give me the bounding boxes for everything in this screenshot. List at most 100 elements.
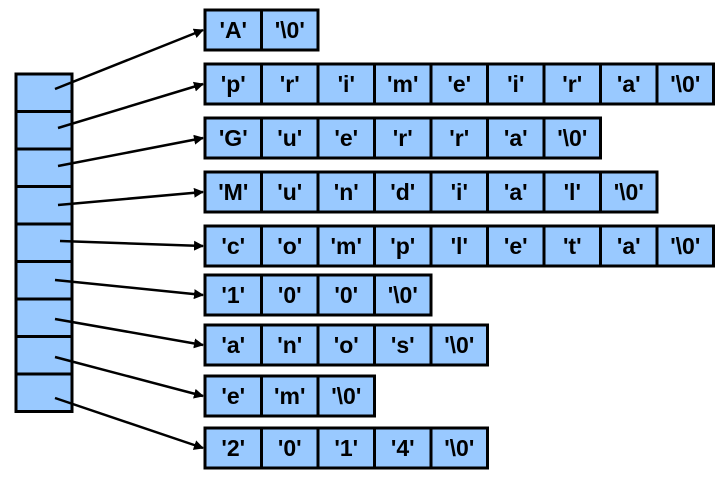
char-cell [316, 170, 376, 214]
pointer-arrow-2 [57, 134, 204, 168]
pointer-arrows [54, 28, 204, 450]
char-label: '0' [334, 282, 358, 308]
char-label: 'e' [504, 233, 528, 259]
string-row-8: '2''0''1''4''\0' [203, 426, 489, 470]
char-label: 'r' [280, 71, 300, 97]
char-label: 'e' [334, 125, 358, 151]
char-label: 'M' [218, 179, 248, 205]
string-row-7: 'e''m''\0' [203, 374, 376, 418]
pointer-slot-1 [14, 110, 74, 151]
char-label: 'r' [393, 125, 413, 151]
char-cell [429, 426, 489, 470]
char-label: 'm' [274, 383, 305, 409]
char-cell [486, 62, 546, 106]
pointer-arrow-7 [54, 355, 204, 399]
string-row-2: 'G' 'u' 'e' 'r' 'r' 'a' '\0' [203, 116, 602, 160]
string-row-3: 'M' 'u' 'n' 'd' 'i' 'a' 'l' '\0' [203, 170, 659, 214]
char-cell [599, 224, 659, 268]
char-label: '\0' [444, 332, 474, 358]
char-label: 't' [563, 233, 582, 259]
char-cell [203, 170, 263, 214]
char-label: '1' [221, 282, 245, 308]
char-label: 'm' [331, 233, 362, 259]
char-label: '\0' [670, 71, 700, 97]
char-cell [429, 62, 489, 106]
char-label: 'o' [334, 332, 359, 358]
char-label: 'u' [277, 125, 302, 151]
pointer-slot-4 [14, 222, 74, 263]
char-cell [203, 374, 263, 418]
char-label: 's' [391, 332, 415, 358]
char-label: 'e' [221, 383, 245, 409]
char-label: 'l' [451, 233, 468, 259]
char-cell [316, 224, 376, 268]
pointer-slot-0 [14, 72, 74, 113]
char-cell [373, 62, 433, 106]
char-cell [542, 224, 602, 268]
char-label: '\0' [614, 179, 644, 205]
char-label: 'i' [338, 71, 355, 97]
char-label: '1' [334, 435, 358, 461]
char-label: '0' [278, 282, 302, 308]
string-row-6: 'a''n''o''s''\0' [203, 323, 489, 367]
char-label: 'c' [221, 233, 245, 259]
pointer-arrow-4 [59, 239, 204, 251]
char-cell [260, 426, 320, 470]
char-label: 'r' [562, 71, 582, 97]
char-cell [486, 116, 546, 160]
char-label: 'l' [564, 179, 581, 205]
char-cell [260, 374, 320, 418]
char-cell [373, 323, 433, 367]
char-cell [542, 116, 602, 160]
char-label: 'a' [617, 71, 641, 97]
char-label: 'e' [447, 71, 471, 97]
char-cell [316, 374, 376, 418]
char-cell [486, 224, 546, 268]
pointer-slot-8 [14, 372, 74, 413]
char-cell [655, 224, 715, 268]
char-label: '\0' [388, 282, 418, 308]
char-label: 'a' [504, 125, 528, 151]
char-label: '2' [221, 435, 245, 461]
char-cell [203, 62, 263, 106]
char-label: '4' [391, 435, 415, 461]
char-label: '0' [278, 435, 302, 461]
string-row-5: '1' '0' '0' '\0' [203, 273, 433, 317]
char-label: 'm' [387, 71, 418, 97]
char-label: 'p' [221, 71, 246, 97]
pointer-slot-2 [14, 147, 74, 188]
char-cell [542, 170, 602, 214]
string-row-1: 'p''r''i''m''e''i''r''a''\0' [203, 62, 715, 106]
char-label: '\0' [670, 233, 700, 259]
char-cell [429, 323, 489, 367]
char-cell [316, 116, 376, 160]
pointer-arrow-8 [54, 396, 204, 450]
pointer-arrow-3 [57, 187, 204, 207]
char-label: 'A' [219, 17, 247, 43]
char-label: 'G' [219, 125, 248, 151]
string-row-0: 'A' '\0' [203, 8, 320, 52]
char-cell [203, 323, 263, 367]
char-cell [373, 273, 433, 317]
string-rows: 'A' '\0' 'p' 'r' 'i' 'm' 'e' 'i' 'r' 'a' '\0' 'G' 'u… [203, 8, 715, 470]
char-cell [655, 62, 715, 106]
char-cell [599, 170, 659, 214]
char-label: '\0' [557, 125, 587, 151]
pointer-arrow-6 [54, 317, 204, 349]
char-label: '\0' [275, 17, 305, 43]
char-label: 'a' [504, 179, 528, 205]
pointer-slot-7 [14, 335, 74, 376]
char-cell [203, 8, 263, 52]
char-label: 'u' [277, 179, 302, 205]
char-label: 'o' [277, 233, 302, 259]
char-cell [260, 8, 320, 52]
char-cell [203, 273, 263, 317]
pointer-slot-6 [14, 297, 74, 338]
char-label: 'i' [451, 179, 468, 205]
char-label: 'a' [221, 332, 245, 358]
char-label: 'r' [449, 125, 469, 151]
char-label: 'n' [334, 179, 359, 205]
pointer-arrow-0 [54, 28, 204, 91]
char-label: 'd' [390, 179, 415, 205]
